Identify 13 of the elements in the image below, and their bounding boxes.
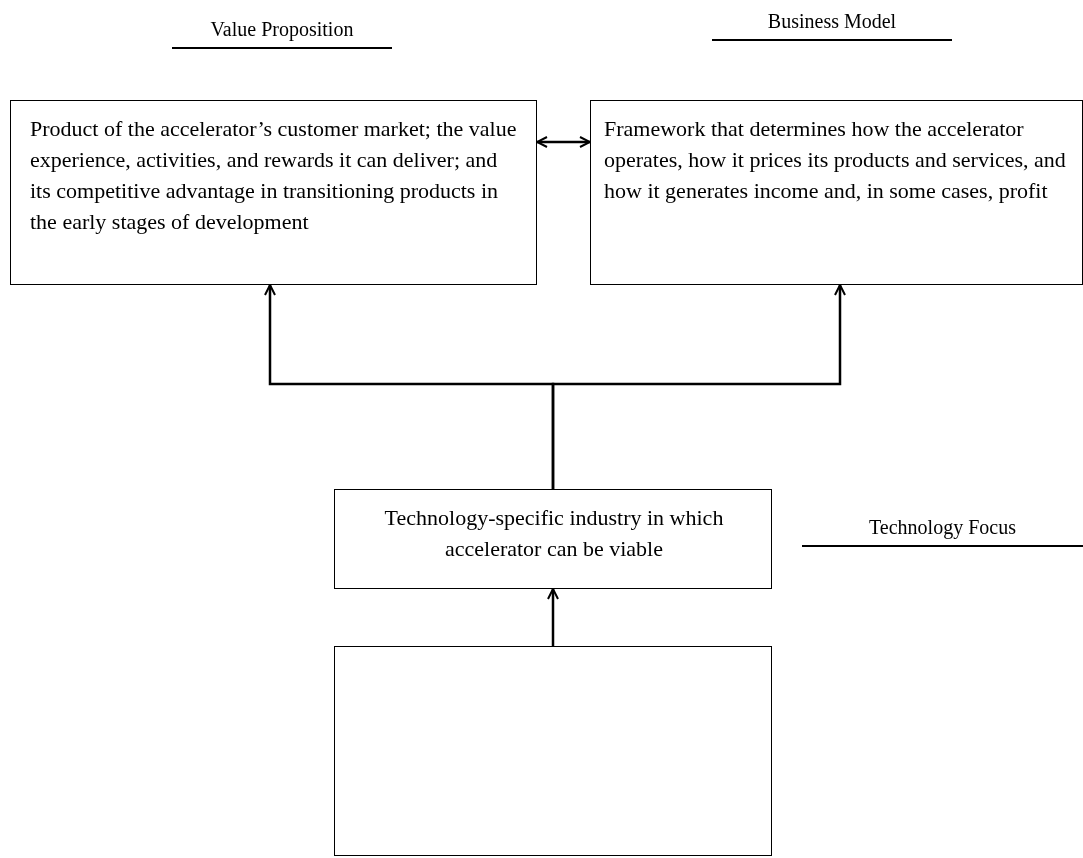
box-text: Technology-specific industry in which accelerator can be viable (383, 504, 725, 563)
text-box (590, 100, 1083, 285)
text-box (10, 100, 537, 285)
box-text: Framework that determines how the accelerator operates, how it prices its products and services, and how it generates income and, in some cases, profit (604, 115, 1067, 205)
arrow (536, 136, 591, 148)
arrow (547, 588, 559, 646)
underlined-heading: Business Model (712, 10, 952, 41)
underlined-heading: Value Proposition (172, 18, 392, 49)
box-text: Product of the accelerator’s customer market; the value experience, activities, and rewards it can deliver; and its competitive advantage in transitioning products in the early stages of development (30, 115, 518, 236)
underlined-heading: Technology Focus (802, 516, 1083, 547)
empty-box (334, 646, 772, 856)
text-box (334, 489, 772, 589)
arrow (551, 284, 846, 489)
